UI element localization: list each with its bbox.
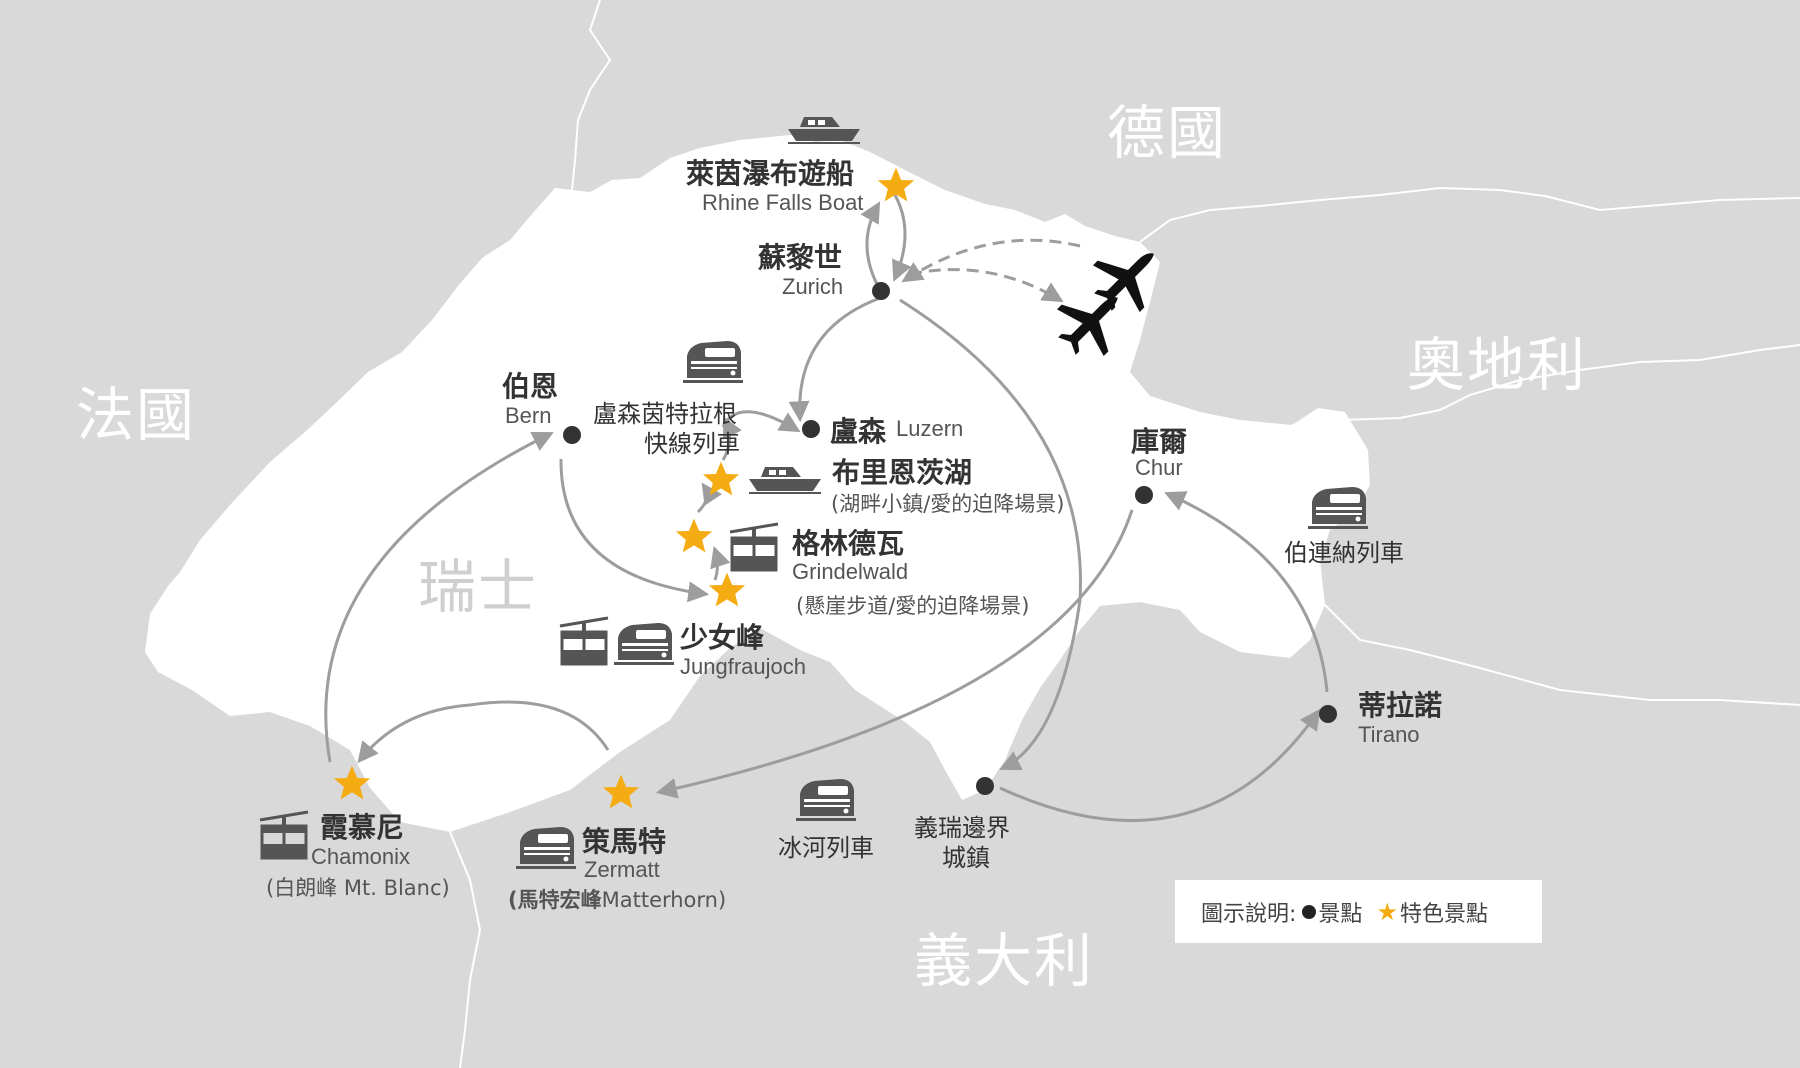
country-switzerland: 瑞士 bbox=[418, 553, 539, 621]
country-italy: 義大利 bbox=[914, 927, 1095, 995]
legend-dot-icon bbox=[1302, 904, 1317, 919]
chamonix-en: Chamonix bbox=[311, 844, 411, 869]
luzern-en: Luzern bbox=[896, 416, 964, 441]
luzern-express-line2: 快線列車 bbox=[644, 430, 740, 458]
border-town-line1: 義瑞邊界 bbox=[914, 814, 1010, 842]
cable-car-icon bbox=[258, 810, 310, 860]
zurich-name: 蘇黎世 bbox=[758, 241, 843, 274]
rhine-falls-en: Rhine Falls Boat bbox=[702, 190, 864, 215]
dot-chur bbox=[1135, 486, 1153, 504]
dot-luzern bbox=[802, 420, 820, 438]
legend-dot-label: 景點 bbox=[1318, 901, 1363, 927]
border-town-line2: 城鎮 bbox=[942, 844, 990, 872]
dot-tirano bbox=[1319, 705, 1337, 723]
country-austria: 奧地利 bbox=[1407, 331, 1588, 399]
chur-name: 庫爾 bbox=[1131, 425, 1188, 458]
chur-en: Chur bbox=[1135, 455, 1183, 480]
legend-star-label: 特色景點 bbox=[1399, 901, 1488, 927]
zermatt-name: 策馬特 bbox=[582, 825, 667, 858]
luzern-express-line1: 盧森茵特拉根 bbox=[593, 400, 737, 428]
legend-star-icon: ★ bbox=[1376, 897, 1398, 926]
bern-en: Bern bbox=[505, 403, 552, 428]
route-lines bbox=[324, 194, 1329, 823]
country-france: 法國 bbox=[76, 381, 197, 449]
brienz-sub: (湖畔小鎮/愛的迫降場景) bbox=[831, 492, 1065, 516]
tirano-name: 蒂拉諾 bbox=[1358, 689, 1443, 722]
bernina-name: 伯連納列車 bbox=[1284, 539, 1404, 567]
train-icon bbox=[796, 779, 856, 821]
feature-star-zermatt bbox=[602, 774, 640, 809]
legend-title: 圖示說明: bbox=[1201, 901, 1297, 927]
country-germany: 德國 bbox=[1107, 99, 1228, 167]
grindelwald-name: 格林德瓦 bbox=[792, 527, 905, 560]
brienz-name: 布里恩茨湖 bbox=[832, 456, 973, 489]
bern-name: 伯恩 bbox=[502, 370, 559, 403]
dot-bern bbox=[563, 426, 581, 444]
zermatt-en: Zermatt bbox=[584, 857, 660, 882]
chamonix-sub: (白朗峰 Mt. Blanc) bbox=[266, 876, 450, 900]
tirano-en: Tirano bbox=[1358, 722, 1420, 747]
zermatt-sub: (馬特宏峰Matterhorn) bbox=[508, 888, 727, 912]
train-icon bbox=[516, 827, 576, 869]
boat-icon bbox=[788, 117, 860, 144]
grindelwald-en: Grindelwald bbox=[792, 559, 909, 584]
zurich-en: Zurich bbox=[782, 274, 844, 299]
jungfraujoch-en: Jungfraujoch bbox=[680, 654, 806, 679]
dot-border-town bbox=[976, 777, 994, 795]
rhine-falls-name: 萊茵瀑布遊船 bbox=[686, 157, 855, 190]
jungfraujoch-name: 少女峰 bbox=[680, 621, 765, 654]
map-legend: 圖示說明: 景點 ★ 特色景點 bbox=[1175, 880, 1542, 943]
glacier-express-name: 冰河列車 bbox=[778, 834, 874, 862]
chamonix-name: 霞慕尼 bbox=[320, 811, 405, 844]
dot-zurich bbox=[872, 282, 890, 300]
luzern-name: 盧森 bbox=[830, 415, 887, 448]
grindelwald-sub: (懸崖步道/愛的迫降場景) bbox=[796, 594, 1030, 618]
